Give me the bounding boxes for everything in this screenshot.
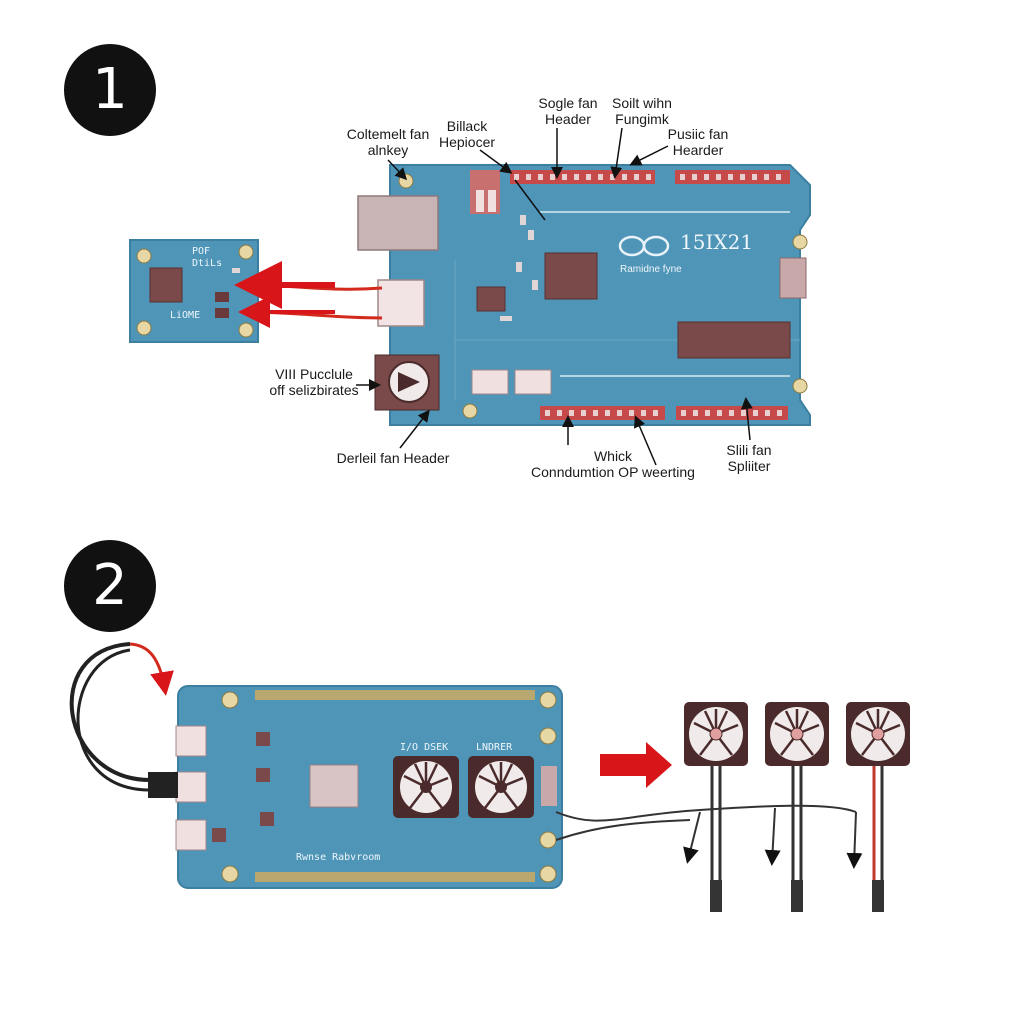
main-board-2 — [175, 685, 563, 889]
chip-label-right: LNDRER — [476, 742, 513, 753]
chip-label-left: I/O DSEK — [400, 742, 449, 753]
label-which-conduction: Whick Conndumtion OP weerting — [531, 448, 695, 480]
module-text-bot: LiOME — [170, 310, 201, 321]
top-header-left — [510, 170, 655, 184]
board-model-text: 15IX21 — [680, 230, 754, 254]
external-fan-1 — [684, 702, 748, 912]
board-sub-text: Ramidne fyne — [620, 264, 682, 275]
step-1-badge: 1 — [64, 44, 156, 136]
mcu-chip — [544, 252, 598, 300]
board-bottom-label: Rwnse Rabvroom — [296, 852, 381, 863]
usb-connector — [357, 195, 439, 251]
label-public-fan-header: Pusiic fan Hearder — [667, 126, 729, 158]
step-2-badge: 2 — [64, 540, 156, 632]
onboard-fan-left — [393, 756, 459, 818]
main-board-1 — [357, 164, 811, 426]
module-text-top: POF — [192, 246, 211, 257]
leader-lines-1 — [356, 127, 753, 466]
arduino-logo — [618, 235, 670, 257]
red-wires-diagram-1 — [234, 261, 383, 328]
splitter-wires — [555, 804, 863, 869]
external-fan-3 — [846, 702, 910, 912]
label-black-header: Billack Hepiocer — [438, 118, 496, 150]
label-comment-fan: Coltemelt fan alnkey — [346, 126, 430, 158]
dip-chip — [677, 321, 791, 359]
power-jack — [374, 354, 440, 411]
label-vii-puccule: VIII Pucclule off selizbirates — [269, 366, 359, 398]
loop-cable — [69, 642, 178, 798]
red-arrow — [600, 742, 672, 788]
label-default-fan-header: Derleil fan Header — [336, 450, 450, 466]
onboard-fan-right — [468, 756, 534, 818]
label-split-fan-splitter: Slili fan Spliiter — [726, 442, 772, 474]
micro-usb-port — [377, 279, 425, 327]
label-single-fan-header: Sogle fan Header — [538, 95, 598, 127]
label-split-with: Soilt wihn Fungimk — [612, 95, 672, 127]
external-fan-2 — [765, 702, 829, 912]
module-text-mid: DtiLs — [192, 258, 223, 269]
